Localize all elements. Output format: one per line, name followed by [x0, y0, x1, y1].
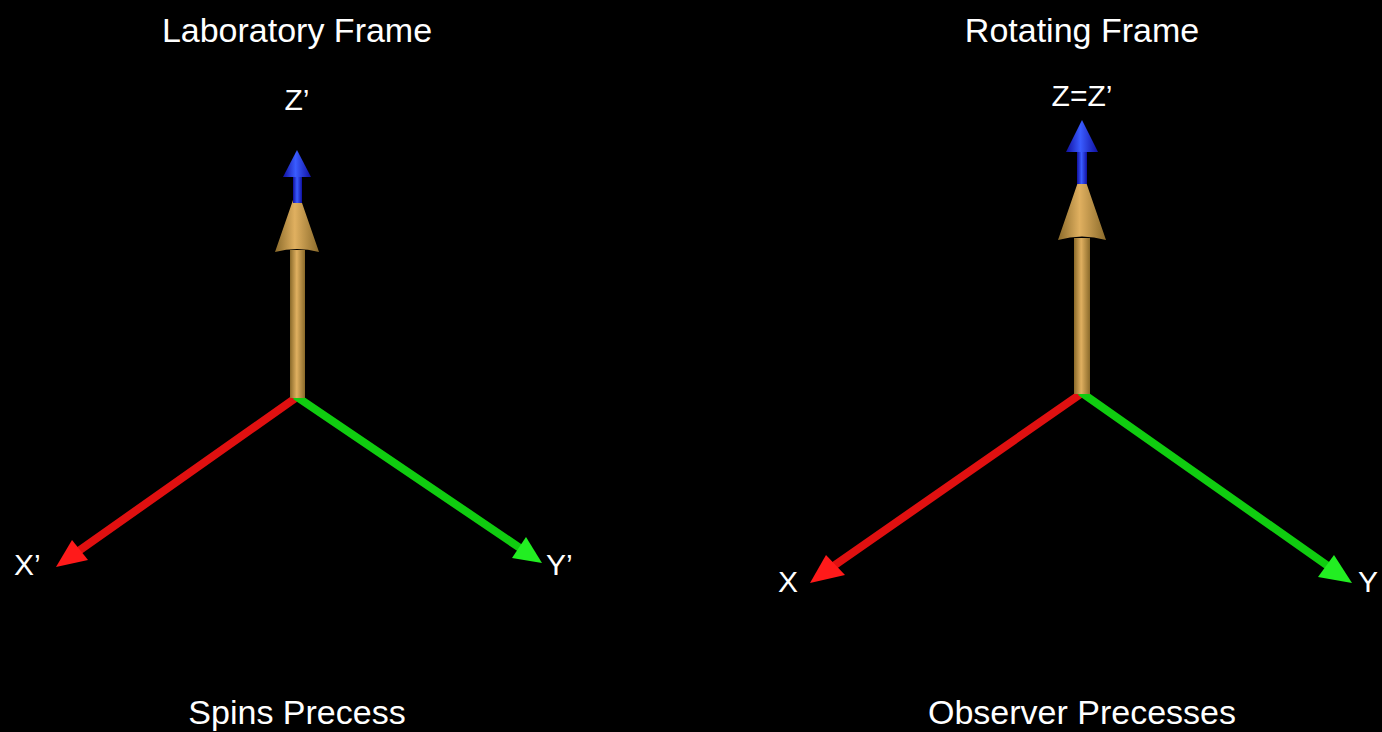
frame-title: Laboratory Frame [162, 13, 432, 47]
axis-label: Y [1358, 567, 1378, 597]
rotating-frame-axes [810, 120, 1352, 583]
axis-label: X [778, 567, 798, 597]
axis-label: Z=Z’ [1052, 81, 1113, 111]
axis-label: Y’ [546, 550, 573, 580]
frame-title: Rotating Frame [965, 13, 1199, 47]
lab-frame-axes [56, 150, 542, 567]
caption-text: Observer Precesses [928, 695, 1236, 729]
caption-text: Spins Precess [188, 695, 405, 729]
axis-label: Z’ [285, 85, 310, 115]
axis-label: X’ [14, 550, 41, 580]
